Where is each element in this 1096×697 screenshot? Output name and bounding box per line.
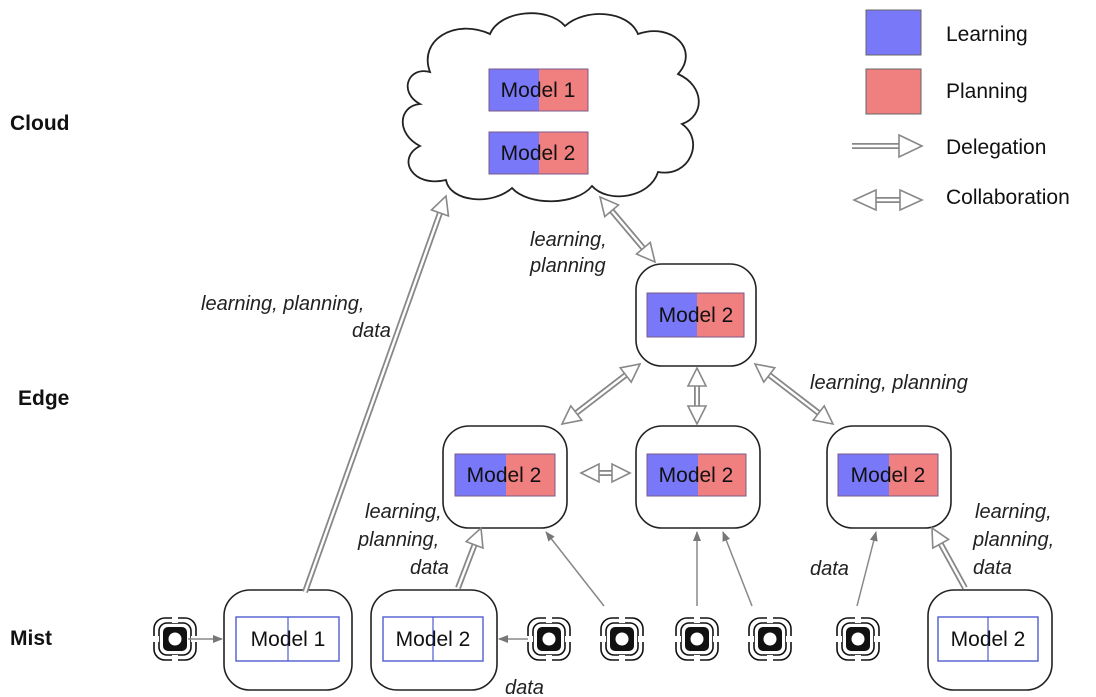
edge-node-right: Model 2 xyxy=(826,425,952,529)
annotation-mist2-edge-line2: planning, xyxy=(357,529,439,551)
annotation-mist3-edge-line2: planning, xyxy=(972,529,1054,551)
arrows xyxy=(188,194,968,643)
cloud-model-1: Model 1 xyxy=(488,68,589,112)
delegation-arrow-mist1-to-cloud xyxy=(302,194,450,594)
legend-delegation-arrow-icon xyxy=(852,133,924,159)
sensor-icon xyxy=(598,615,646,663)
annotation-cloud-edge-line2: planning xyxy=(529,255,606,277)
collaboration-arrow-edgetop-edgemid xyxy=(686,366,708,426)
cloud-model-2: Model 2 xyxy=(488,131,589,175)
edge-right-model-label: Model 2 xyxy=(851,464,926,487)
annotation-mist3-edge-line1: learning, xyxy=(975,501,1052,523)
annotation-mist-cloud-line1: learning, planning, xyxy=(201,293,364,315)
cloud-model-1-label: Model 1 xyxy=(501,79,576,102)
mist-3-model-label: Model 2 xyxy=(951,628,1026,651)
collaboration-arrow-edgetop-edgeleft xyxy=(560,362,642,426)
annotation-edge-top-right: learning, planning xyxy=(810,372,968,394)
sensor-icon xyxy=(834,615,882,663)
collaboration-arrow-edgeleft-edgemid xyxy=(579,462,632,484)
mist-node-1: Model 1 xyxy=(223,589,353,691)
annotation-mist3-edge-line3: data xyxy=(973,557,1012,579)
annotation-mist-bottom-data: data xyxy=(505,677,544,697)
sensor-icon xyxy=(746,615,794,663)
edge-left-model-label: Model 2 xyxy=(467,464,542,487)
legend-label-delegation: Delegation xyxy=(946,136,1046,159)
edge-node-middle: Model 2 xyxy=(635,425,761,529)
mist-1-model-label: Model 1 xyxy=(251,628,326,651)
collaboration-arrow-cloud-edge xyxy=(598,195,657,264)
annotation-mist-cloud-line2: data xyxy=(352,320,391,342)
annotation-mist2-edge-line1: learning, xyxy=(365,501,442,523)
edge-node-top: Model 2 xyxy=(635,263,757,367)
collaboration-arrow-edgetop-edgeright xyxy=(753,362,835,426)
mist-2-model-label: Model 2 xyxy=(396,628,471,651)
layer-label-cloud: Cloud xyxy=(10,112,69,135)
annotation-mist2-edge-line3: data xyxy=(410,557,449,579)
legend-collaboration-arrow-icon xyxy=(852,188,924,212)
layer-label-mist: Mist xyxy=(10,627,52,650)
data-arrow-sensor-to-edgemid-2 xyxy=(722,531,753,607)
mist-node-2: Model 2 xyxy=(370,589,498,691)
annotation-edge-right-data: data xyxy=(810,558,849,580)
delegation-arrow-mist2-to-edgeleft xyxy=(455,526,484,590)
data-arrow-sensor-to-edgeleft xyxy=(545,531,605,607)
legend-swatch-learning xyxy=(865,9,922,56)
annotation-cloud-edge-line1: learning, xyxy=(530,229,607,251)
sensor-devices xyxy=(151,615,882,663)
legend-label-learning: Learning xyxy=(946,23,1028,46)
delegation-arrow-mist3-to-edgeright xyxy=(931,526,968,590)
edge-node-left: Model 2 xyxy=(442,425,568,529)
edge-top-model-label: Model 2 xyxy=(659,304,734,327)
legend-label-planning: Planning xyxy=(946,80,1028,103)
legend: Learning Planning Delegation Collaborati… xyxy=(852,9,1070,212)
cloud-model-2-label: Model 2 xyxy=(501,142,576,165)
sensor-icon xyxy=(673,615,721,663)
legend-label-collaboration: Collaboration xyxy=(946,186,1070,209)
sensor-icon xyxy=(525,615,573,663)
edge-middle-model-label: Model 2 xyxy=(659,464,734,487)
data-arrow-sensor-to-edgeright xyxy=(856,531,878,607)
mist-node-3: Model 2 xyxy=(927,589,1053,691)
layer-label-edge: Edge xyxy=(18,387,69,410)
legend-swatch-planning xyxy=(865,68,922,115)
